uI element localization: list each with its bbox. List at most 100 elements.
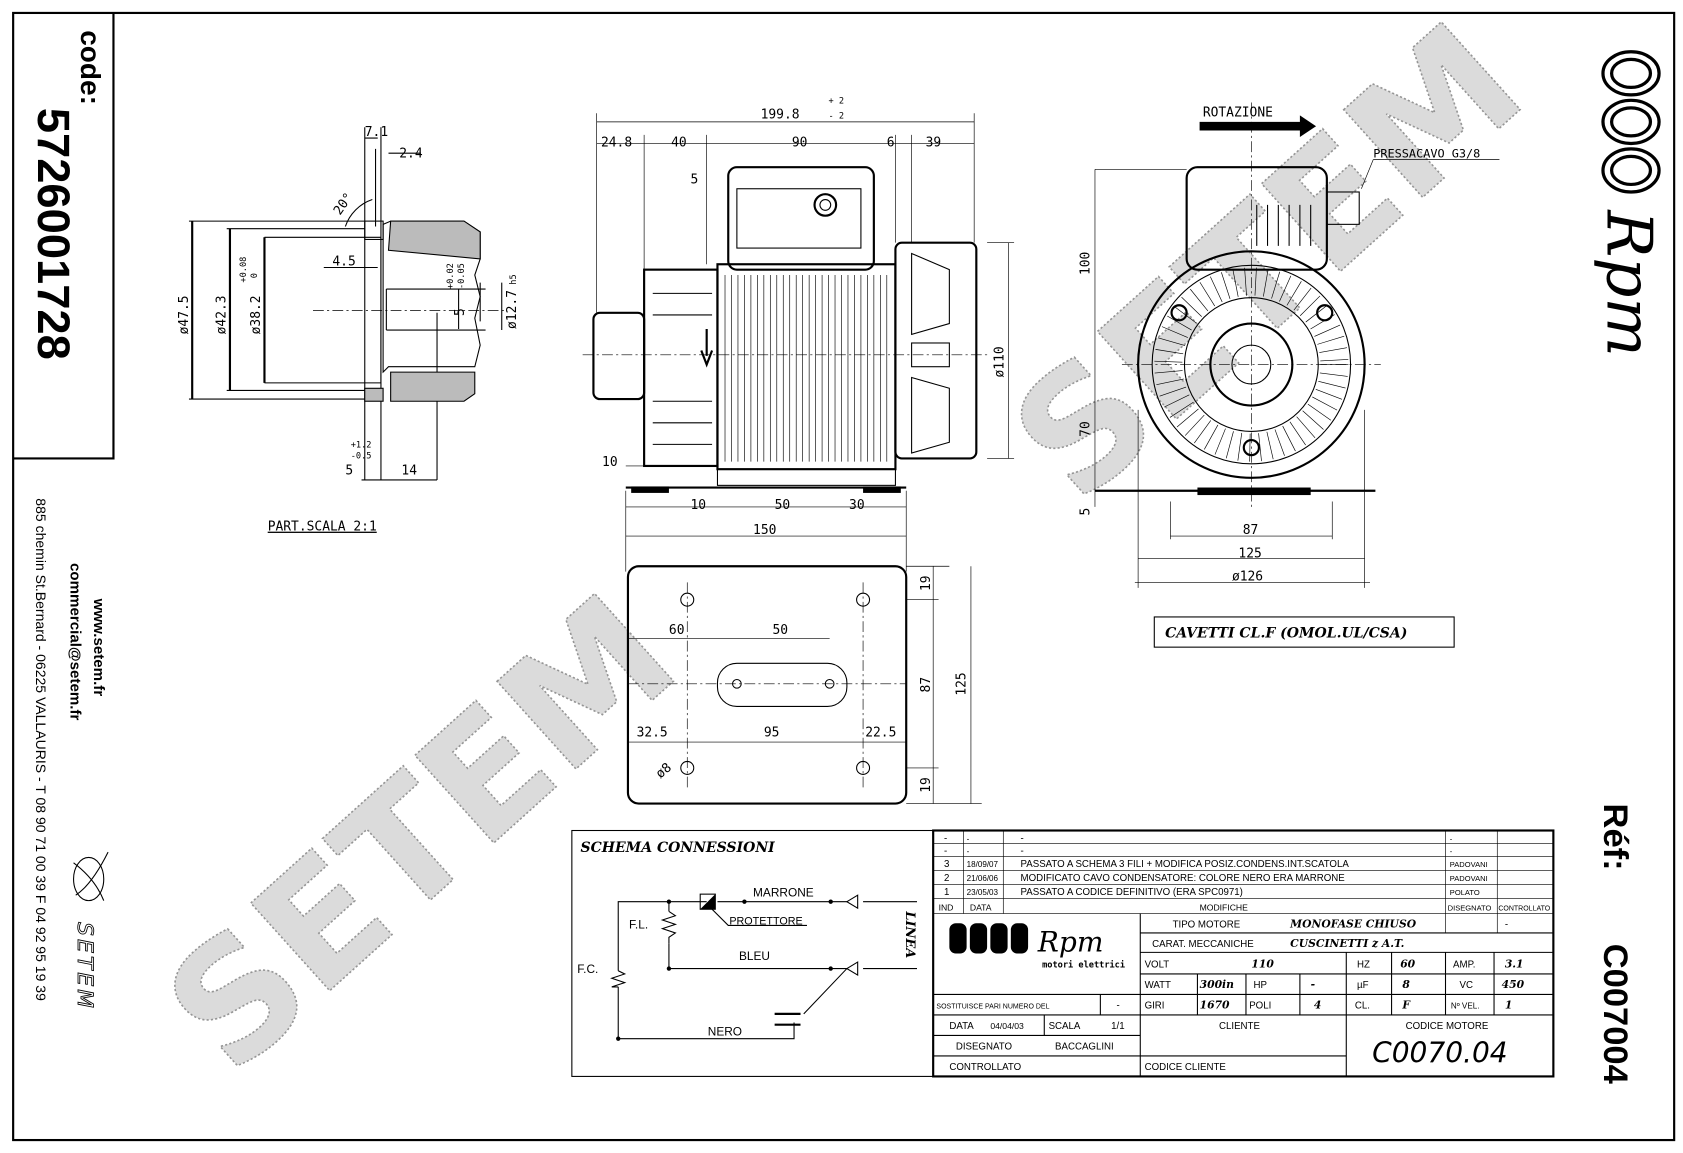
rpm-logo-right: Rpm: [1592, 50, 1665, 357]
dim-label: 87: [1243, 523, 1259, 538]
line-label: LINEA: [902, 910, 917, 958]
radial-fin-line: [1271, 271, 1281, 299]
dim-label: -0.5: [351, 451, 372, 461]
radial-fin-line: [1190, 288, 1209, 312]
winding-label-fc: F.C.: [577, 962, 598, 976]
hub-hatch-top: [387, 220, 481, 260]
hp-value: -: [1311, 978, 1316, 991]
radial-fin-line: [1163, 394, 1190, 408]
radial-fin-line: [1156, 378, 1184, 386]
radial-fin-line: [1258, 433, 1262, 462]
radial-fin-line: [1214, 428, 1226, 455]
dim-label: 24.8: [601, 136, 632, 151]
scale-label: SCALA: [1049, 1021, 1081, 1032]
radial-fin-line: [1307, 403, 1332, 421]
revision-date: 18/09/07: [967, 860, 999, 869]
dim-label: ø12.7: [505, 290, 520, 329]
radial-fin-line: [1312, 396, 1338, 411]
detail-caption: PART.SCALA 2:1: [268, 520, 377, 535]
motor-code-value: C0070.04: [1372, 1036, 1508, 1069]
giri-label: GIRI: [1145, 1000, 1165, 1011]
code-label: code:: [75, 30, 106, 105]
hub-hatch-bottom: [390, 371, 476, 402]
radial-fin-line: [1181, 296, 1202, 317]
code-box: code: 5726001728: [13, 12, 115, 460]
rev-header-date: DATA: [970, 902, 992, 912]
radial-fin-line: [1154, 360, 1183, 363]
watt-label: WATT: [1145, 980, 1171, 991]
base-plate-view: 60 50 32.5 95 22.5 ø8 19 87 19 125: [626, 565, 982, 805]
radial-fin-line: [1199, 282, 1216, 307]
radial-fin-line: [1274, 429, 1285, 456]
company-email: commercial@setem.fr: [66, 563, 83, 720]
revision-ind: 2: [944, 873, 949, 884]
motor-code-label: CODICE MOTORE: [1406, 1021, 1489, 1032]
dim-label: 50: [775, 498, 791, 513]
radial-fin-line: [1279, 275, 1292, 302]
dim-tol-plus: + 2: [829, 97, 845, 107]
revision-ind: -: [944, 833, 947, 844]
dim-label: 150: [753, 523, 776, 538]
radial-fin-line: [1167, 315, 1192, 331]
company-website: www.setem.fr: [90, 598, 107, 697]
date-value: 04/04/03: [990, 1021, 1024, 1031]
radial-fin-line: [1204, 424, 1219, 450]
dim-label: 90: [792, 136, 808, 151]
revision-text: MODIFICATO CAVO CONDENSATORE: COLORE NER…: [1021, 873, 1346, 884]
rotation-arrow-icon: [1199, 115, 1317, 137]
hz-label: HZ: [1357, 959, 1370, 970]
dim-label: 6: [887, 136, 895, 151]
uf-value: 8: [1402, 978, 1410, 991]
dim-label: ø42.3: [215, 295, 230, 334]
revision-ind: 3: [944, 859, 949, 870]
drawn-value: BACCAGLINI: [1055, 1041, 1114, 1052]
checked-label: CONTROLLATO: [949, 1062, 1021, 1073]
revision-text: -: [1021, 846, 1024, 857]
revision-ind: 1: [944, 887, 949, 898]
dim-label: ø126: [1232, 569, 1263, 584]
radial-fin-line: [1184, 414, 1205, 436]
company-info: www.setem.fr commercial@setem.fr 885 che…: [33, 498, 109, 1012]
dim-label: 10: [602, 455, 618, 470]
reference-label: Réf:: [1596, 804, 1634, 871]
radial-fin-line: [1155, 349, 1184, 355]
giri-value: 1670: [1200, 998, 1230, 1011]
dim-label: 5: [345, 464, 353, 479]
dim-label: 5: [690, 172, 698, 187]
connection-schematic: SCHEMA CONNESSIONI MARRONE PROTETTORE F.…: [571, 829, 934, 1077]
dim-label: 87: [919, 677, 934, 693]
radial-fin-line: [1225, 431, 1234, 459]
radial-fin-line: [1194, 420, 1212, 444]
radial-fin-line: [1282, 425, 1296, 452]
front-view: ROTAZIONE PRESSACAVO G3/8 100 70 5 87 12…: [1079, 102, 1500, 648]
detail-view: 7.1 2.4 20° 4.5 ø47.5 ø42.3 ø38.2 +0.08 …: [177, 125, 520, 535]
dim-label: 95: [764, 726, 780, 741]
radial-fin-line: [1244, 267, 1247, 296]
radial-fin-line: [1173, 305, 1197, 324]
replaces-value: -: [1117, 1000, 1120, 1011]
dim-label: 32.5: [637, 726, 668, 741]
radial-fins: [1154, 267, 1349, 462]
radial-fin-line: [1157, 337, 1186, 346]
side-view: 199.8 + 2 - 2 24.8 40 90 6 39 5 10 10 50…: [582, 97, 1015, 572]
dim-label: ø110: [992, 346, 1007, 377]
svg-text:SETEM: SETEM: [72, 922, 97, 1011]
revision-date: -: [967, 834, 970, 843]
dim-label: 100: [1079, 252, 1094, 275]
rpm-logo-block: Rpm motori elettrici: [949, 923, 1125, 970]
cable-gland-label: PRESSACAVO G3/8: [1373, 146, 1480, 160]
radial-fin-line: [1266, 431, 1274, 460]
radial-fin-line: [1317, 335, 1345, 345]
vel-value: 1: [1505, 998, 1513, 1011]
client-code-label: CODICE CLIENTE: [1145, 1062, 1227, 1073]
revision-date: -: [967, 847, 970, 856]
dim-label: 10: [690, 498, 706, 513]
motor-type-extra: -: [1505, 920, 1508, 931]
radial-fin-line: [1176, 408, 1199, 428]
dim-label: 5: [453, 308, 468, 316]
radial-fin-line: [1319, 347, 1348, 353]
code-value: 5726001728: [28, 108, 79, 360]
radial-fin-line: [1169, 401, 1194, 418]
amp-value: 3.1: [1505, 957, 1524, 970]
dim-label: 125: [955, 672, 970, 695]
